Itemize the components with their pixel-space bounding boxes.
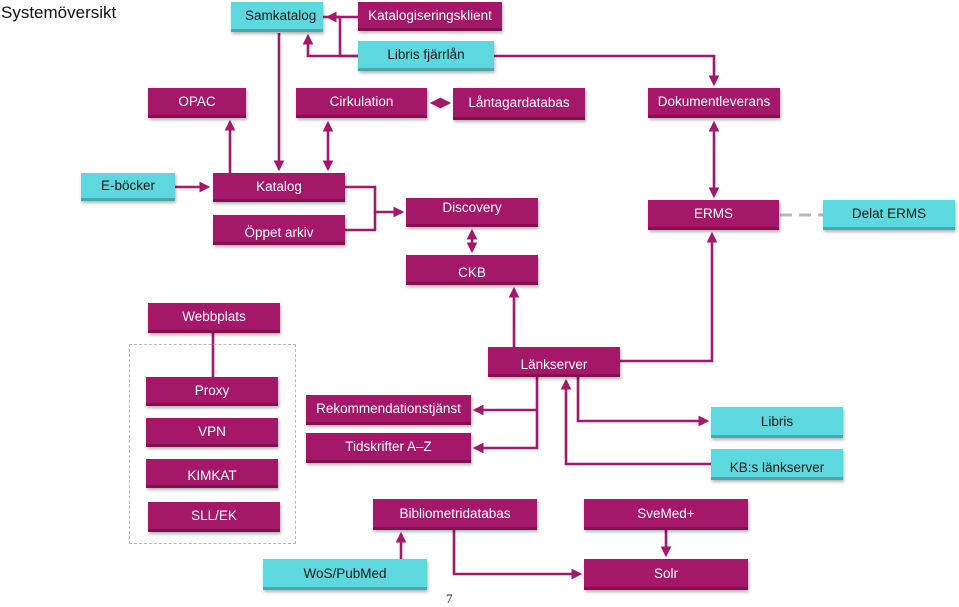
node-webbplats[interactable]: Webbplats — [148, 303, 280, 333]
node-rekommendationstjanst[interactable]: Rekommendationstjänst — [306, 395, 471, 425]
node-sll-ek[interactable]: SLL/EK — [148, 502, 280, 532]
node-tidskrifter-a-z[interactable]: Tidskrifter A–Z — [306, 433, 471, 463]
node-libris[interactable]: Libris — [711, 407, 843, 438]
connector-samkatalog-dokumentleverans — [323, 15, 720, 87]
page-number: 7 — [446, 591, 453, 606]
connector-katalog-discovery — [345, 185, 405, 218]
node-lankserver[interactable]: Länkserver — [488, 347, 620, 377]
connector-lankserver-erms — [620, 231, 718, 363]
node-e-bocker[interactable]: E-böcker — [81, 173, 175, 201]
node-lantagardatabas[interactable]: Låntagardatabas — [453, 88, 585, 120]
node-solr[interactable]: Solr — [584, 559, 748, 590]
node-vpn[interactable]: VPN — [146, 418, 278, 447]
page-title: Systemöversikt — [1, 3, 117, 22]
node-svemed[interactable]: SveMed+ — [584, 499, 748, 530]
connector-lankserver-libris — [576, 377, 710, 427]
connector-oppet-arkiv-discovery — [345, 212, 377, 232]
connector-samkatalog-libris-fjarrlan — [302, 33, 358, 58]
node-bibliometridatabas[interactable]: Bibliometridatabas — [373, 499, 537, 530]
node-samkatalog[interactable]: Samkatalog — [231, 2, 323, 32]
node-katalog[interactable]: Katalog — [213, 173, 345, 202]
node-cirkulation[interactable]: Cirkulation — [296, 88, 427, 118]
connector-lankserver-rekommendation — [472, 377, 539, 416]
node-erms[interactable]: ERMS — [648, 200, 779, 230]
node-kbs-lankserver[interactable]: KB:s länkserver — [711, 449, 843, 480]
connector-bibliometridatabas-solr — [452, 530, 583, 580]
node-dokumentleverans[interactable]: Dokumentleverans — [648, 88, 780, 118]
access-group-frame — [129, 344, 296, 544]
node-discovery[interactable]: Discovery — [406, 198, 538, 227]
node-wos-pubmed[interactable]: WoS/PubMed — [263, 559, 427, 590]
node-delat-erms[interactable]: Delat ERMS — [823, 200, 955, 230]
node-ckb[interactable]: CKB — [406, 255, 538, 285]
node-kimkat[interactable]: KIMKAT — [146, 459, 278, 488]
node-opac[interactable]: OPAC — [148, 88, 246, 118]
node-proxy[interactable]: Proxy — [146, 377, 278, 406]
node-oppet-arkiv[interactable]: Öppet arkiv — [213, 215, 345, 245]
connector-kbs-lankserver-lankserver — [560, 378, 711, 466]
node-libris-fjarrlan[interactable]: Libris fjärrlån — [358, 41, 494, 71]
connector-lankserver-tidskrifter — [472, 410, 539, 454]
node-katalogiseringsklient[interactable]: Katalogiseringsklient — [358, 2, 502, 31]
